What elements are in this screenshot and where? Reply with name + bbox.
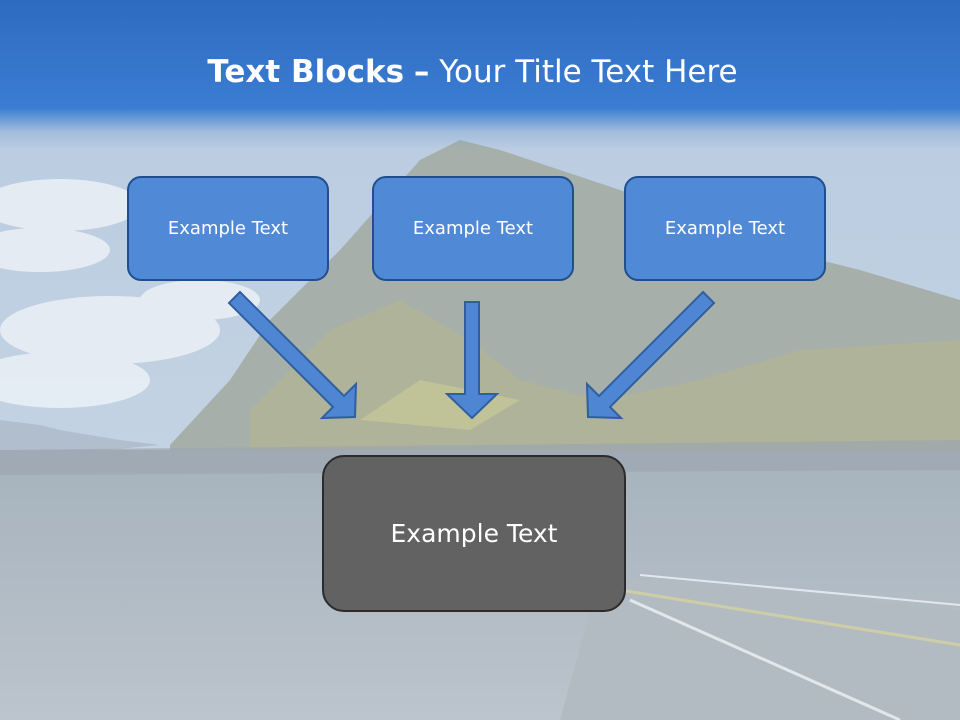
text-block-center[interactable]: Example Text [372,176,574,281]
text-block-label: Example Text [167,218,289,239]
text-block-left[interactable]: Example Text [127,176,329,281]
title-separator: – [413,54,430,90]
title-rest: Your Title Text Here [439,54,738,90]
target-text-block[interactable]: Example Text [322,455,626,612]
text-block-label: Example Text [412,218,534,239]
arrow-right-diagonal [585,290,716,420]
text-block-right[interactable]: Example Text [624,176,826,281]
text-block-label: Example Text [664,218,786,239]
title-bold-part: Text Blocks [207,54,405,90]
target-block-label: Example Text [390,519,558,548]
arrow-center-down [444,301,500,420]
slide-title: Text Blocks – Your Title Text Here [0,54,945,90]
arrow-left-diagonal [227,290,358,420]
title-band [0,0,960,150]
